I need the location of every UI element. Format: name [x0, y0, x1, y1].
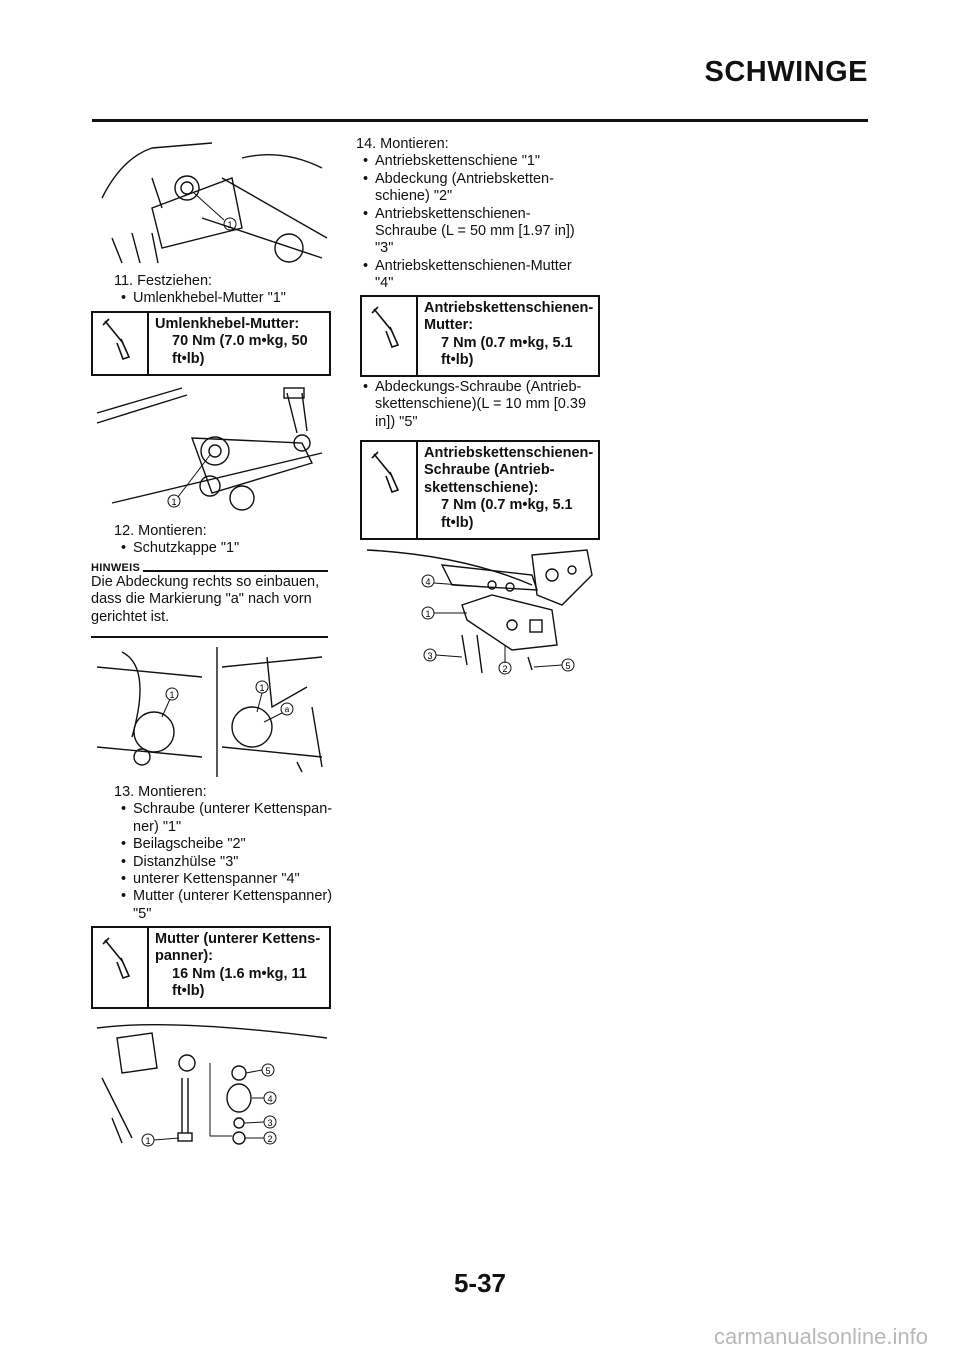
section-title: SCHWINGE: [704, 56, 868, 88]
spec-value-line: ft•lb): [172, 350, 205, 367]
note-label: HINWEIS: [91, 562, 141, 574]
watermark: carmanualsonline.info: [713, 1324, 928, 1349]
torque-spec-box: Mutter (unterer Kettens- panner): 16 Nm …: [91, 926, 331, 1009]
svg-text:2: 2: [502, 664, 507, 674]
step-14-bullet: Abdeckung (Antriebsketten-schiene) "2": [356, 171, 606, 206]
note-line: gerichtet ist.: [91, 608, 170, 625]
step-14-bullet: Antriebskettenschiene "1": [356, 153, 606, 171]
step-14-bullet: Antriebskettenschienen-Mutter"4": [356, 258, 606, 293]
svg-text:3: 3: [427, 651, 432, 661]
torque-spec-box: Umlenkhebel-Mutter: 70 Nm (7.0 m•kg, 50 …: [91, 311, 331, 376]
svg-text:4: 4: [267, 1094, 272, 1104]
svg-text:5: 5: [565, 661, 570, 671]
torque-wrench-icon: [93, 313, 149, 374]
step-13-bullet: Distanzhülse "3": [114, 854, 344, 872]
spec-name: Antriebskettenschienen-: [424, 300, 594, 316]
svg-text:a: a: [285, 705, 290, 714]
spec-name: Mutter:: [424, 317, 474, 334]
svg-text:1: 1: [171, 497, 176, 507]
step-12-label: 12. Montieren:: [114, 523, 207, 539]
spec-value-line: ft•lb): [441, 514, 474, 531]
torque-spec-box: Antriebskettenschienen- Schraube (Antrie…: [360, 440, 600, 540]
step-11-bullet: Umlenkhebel-Mutter "1": [114, 290, 344, 308]
spec-name: Antriebskettenschienen-: [424, 445, 594, 461]
step-11-label: 11. Festziehen:: [114, 273, 213, 289]
spec-value-line: 7 Nm (0.7 m•kg, 5.1: [441, 497, 573, 514]
spec-name: Schraube (Antrieb-: [424, 462, 555, 479]
spec-value-line: ft•lb): [172, 983, 205, 1000]
figure-lower-chain-tensioner: 5 4 3 2 1: [92, 1018, 332, 1148]
spec-name: Umlenkhebel-Mutter:: [155, 316, 300, 332]
torque-wrench-icon: [93, 928, 149, 1007]
step-13-bullet: unterer Kettenspanner "4": [114, 871, 344, 889]
svg-text:2: 2: [267, 1134, 272, 1144]
spec-name: panner):: [155, 948, 213, 965]
step-14-label: 14. Montieren:: [356, 136, 449, 152]
page-number: 5-37: [453, 1268, 507, 1298]
callout-1: 1: [227, 220, 232, 230]
step-13-bullet: Schraube (unterer Kettenspan-ner) "1": [114, 801, 344, 836]
step-13-bullet: Beilagscheibe "2": [114, 836, 344, 854]
svg-text:1: 1: [145, 1136, 150, 1146]
figure-umlenkhebel-nut: 1: [92, 138, 332, 268]
extra-bullet: Abdeckungs-Schraube (Antrieb-skettenschi…: [356, 379, 606, 431]
header-rule: [92, 119, 868, 122]
figure-protective-cap: 1: [92, 383, 332, 518]
spec-value-line: 7 Nm (0.7 m•kg, 5.1: [441, 334, 573, 351]
step-12-bullet: Schutzkappe "1": [114, 540, 344, 558]
figure-chain-guide: 4 1 3 2 5: [362, 545, 602, 680]
svg-text:1: 1: [169, 690, 174, 700]
note-line: Die Abdeckung rechts so einbauen,: [91, 574, 320, 590]
figure-cap-marking: 1 1 a: [92, 647, 332, 777]
note-block: HINWEIS Die Abdeckung rechts so einbauen…: [91, 562, 328, 638]
step-13-bullet: Mutter (unterer Kettenspanner)"5": [114, 888, 344, 923]
spec-name: Mutter (unterer Kettens-: [155, 931, 321, 947]
svg-text:3: 3: [267, 1118, 272, 1128]
note-line: dass die Markierung "a" nach vorn: [91, 591, 312, 608]
torque-wrench-icon: [362, 442, 418, 538]
torque-spec-box: Antriebskettenschienen- Mutter: 7 Nm (0.…: [360, 295, 600, 377]
svg-text:1: 1: [259, 683, 264, 693]
step-14-bullet: Antriebskettenschienen-Schraube (L = 50 …: [356, 206, 606, 258]
step-13-label: 13. Montieren:: [114, 784, 207, 800]
torque-wrench-icon: [362, 297, 418, 375]
spec-value-line: 70 Nm (7.0 m•kg, 50: [172, 333, 308, 350]
svg-text:1: 1: [425, 609, 430, 619]
spec-value-line: 16 Nm (1.6 m•kg, 11: [172, 965, 307, 982]
svg-text:4: 4: [425, 577, 430, 587]
svg-text:5: 5: [265, 1066, 270, 1076]
spec-value-line: ft•lb): [441, 352, 474, 369]
spec-name: skettenschiene):: [424, 479, 539, 496]
